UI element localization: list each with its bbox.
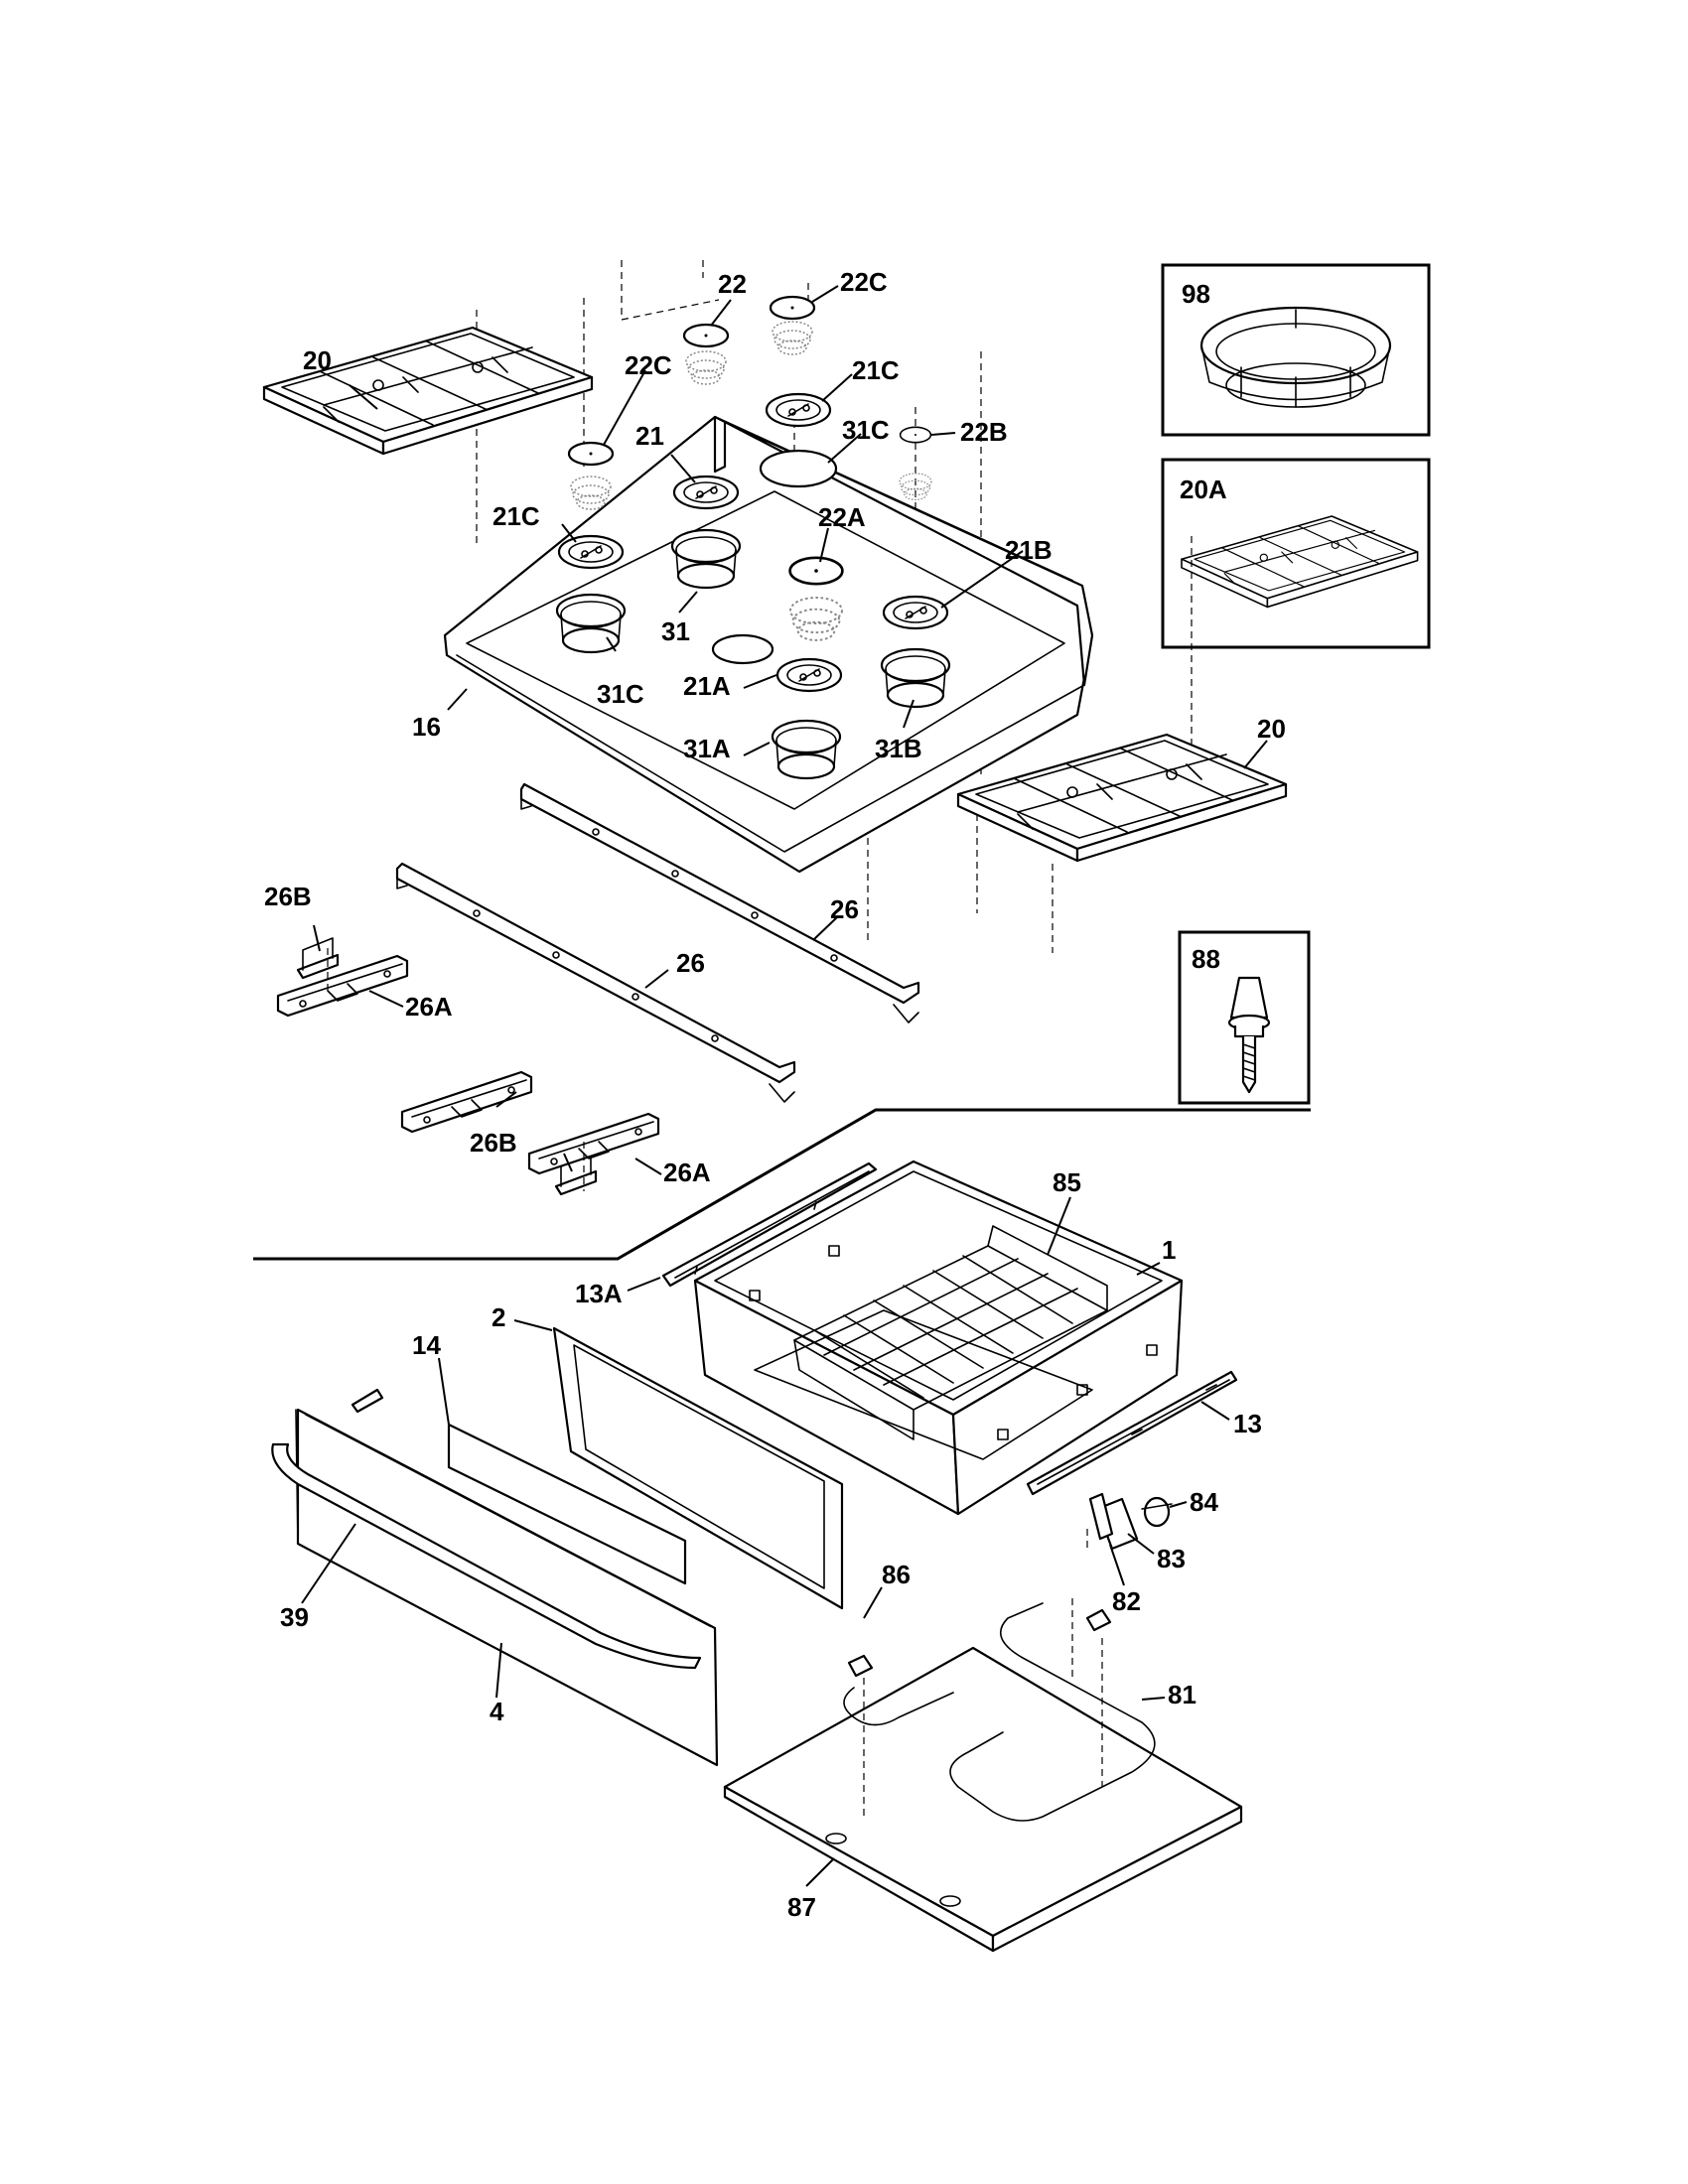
- burner-21c-top: [765, 392, 832, 428]
- callout-21a: 21A: [683, 671, 731, 701]
- rail-26-lower: [395, 862, 796, 1103]
- bracket-26a-2: [400, 1070, 533, 1134]
- callout-21c-left: 21C: [492, 501, 540, 531]
- callout-20-right: 20: [1257, 714, 1286, 744]
- burner-21a: [775, 657, 843, 693]
- callout-31c-top: 31C: [842, 415, 890, 445]
- inset-20a-label: 20A: [1180, 475, 1227, 504]
- inset-88-label: 88: [1192, 944, 1220, 974]
- ring-21a-gasket: [711, 633, 774, 665]
- callout-22c-left: 22C: [625, 350, 672, 380]
- callout-13: 13: [1233, 1409, 1262, 1438]
- callout-22: 22: [718, 269, 747, 299]
- bake-element-81: [843, 1602, 1156, 1822]
- callout-13a: 13A: [575, 1279, 623, 1308]
- bracket-82: [1088, 1492, 1114, 1541]
- callout-26a-2: 26A: [663, 1158, 711, 1187]
- callout-4: 4: [490, 1697, 504, 1726]
- head-22c-left: [570, 476, 612, 510]
- ring-31c-top: [759, 449, 838, 488]
- leader-lines: [301, 285, 1268, 1887]
- thermostat-84: [1141, 1496, 1173, 1528]
- insulation-14: [447, 1423, 687, 1585]
- callout-14: 14: [412, 1330, 441, 1360]
- callout-21: 21: [635, 421, 664, 451]
- slide-13a: [661, 1161, 878, 1288]
- callout-31: 31: [661, 616, 690, 646]
- callout-31c-left: 31C: [597, 679, 644, 709]
- callout-26-lower: 26: [676, 948, 705, 978]
- inset-98: 98: [1161, 263, 1431, 437]
- callout-87: 87: [787, 1892, 816, 1922]
- cap-22b: [899, 426, 932, 444]
- callout-31b: 31B: [875, 734, 922, 763]
- section-divider: [253, 1108, 1311, 1261]
- cap-22: [682, 323, 730, 348]
- callout-20-left: 20: [303, 345, 332, 375]
- rail-26-upper: [519, 782, 920, 1024]
- callout-39: 39: [280, 1602, 309, 1632]
- callout-22a: 22A: [818, 502, 866, 532]
- leveling-leg-88: [1227, 976, 1271, 1094]
- inner-door-2: [552, 1326, 844, 1610]
- callout-83: 83: [1157, 1544, 1186, 1573]
- burner-21: [672, 475, 740, 510]
- inset-20a: 20A: [1161, 458, 1431, 649]
- callout-16: 16: [412, 712, 441, 742]
- callout-26b-2: 26B: [470, 1128, 517, 1158]
- callout-82: 82: [1112, 1586, 1141, 1616]
- clip-86b: [1085, 1608, 1112, 1632]
- callout-84: 84: [1190, 1487, 1218, 1517]
- callout-26-upper: 26: [830, 894, 859, 924]
- handle-39: [271, 1442, 702, 1670]
- callout-86: 86: [882, 1560, 911, 1589]
- head-22: [685, 350, 727, 385]
- callout-21b: 21B: [1005, 535, 1053, 565]
- callout-26a-1: 26A: [405, 992, 453, 1022]
- head-22c-top: [772, 321, 813, 355]
- callout-31a: 31A: [683, 734, 731, 763]
- cap-22c-top: [769, 295, 816, 321]
- cap-22a: [788, 556, 844, 586]
- cap-22c-left: [567, 441, 615, 467]
- callout-1: 1: [1162, 1235, 1176, 1265]
- bracket-26a-1: [276, 954, 409, 1018]
- slide-13: [1026, 1370, 1238, 1496]
- screw: [351, 1388, 384, 1414]
- callout-85: 85: [1053, 1167, 1081, 1197]
- bottom-panel-87: [723, 1646, 1243, 1953]
- clip-86: [847, 1654, 874, 1678]
- rack-85: [793, 1225, 1108, 1440]
- callout-22c-top: 22C: [840, 267, 888, 297]
- inset-98-label: 98: [1182, 279, 1210, 309]
- callout-26b-1: 26B: [264, 882, 312, 911]
- callout-2: 2: [492, 1302, 505, 1332]
- callout-22b: 22B: [960, 417, 1008, 447]
- burner-21b: [882, 595, 949, 630]
- callout-21c-top: 21C: [852, 355, 900, 385]
- bracket-26a-3: [527, 1112, 660, 1175]
- callout-81: 81: [1168, 1680, 1196, 1709]
- burner-21c-left: [557, 534, 625, 570]
- drawer-body-1: [693, 1160, 1184, 1516]
- callout-labels: 20 20 22 22C 22C 21 21C 21C 31C 31C 22B …: [264, 267, 1286, 1922]
- inset-88: 88: [1178, 930, 1311, 1105]
- burner-ring-98: [1199, 306, 1392, 408]
